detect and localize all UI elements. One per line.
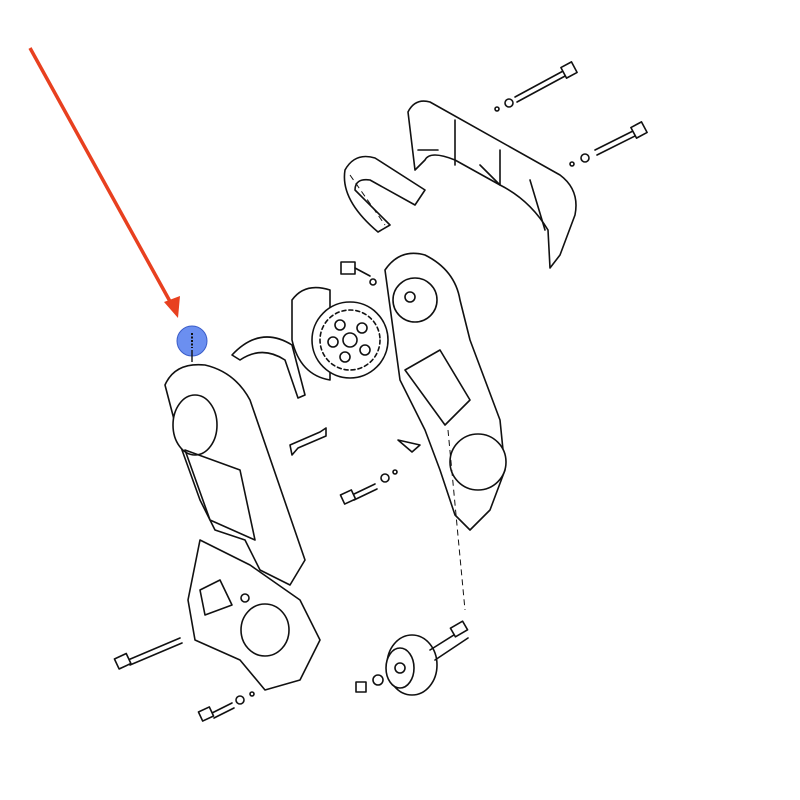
camshaft-sprocket xyxy=(291,286,389,381)
lower-cover-bolt-2 xyxy=(197,691,255,722)
belt-tensioner xyxy=(355,620,469,696)
timing-belt xyxy=(343,155,426,233)
lower-cover-bolt-1 xyxy=(113,637,183,670)
rear-cover xyxy=(384,252,507,531)
lower-front-cover xyxy=(164,363,321,691)
bolt-top-2 xyxy=(569,121,648,167)
highlighted-bolt-marker[interactable] xyxy=(176,325,208,362)
alignment-line xyxy=(447,429,466,611)
rear-cover-bolt xyxy=(339,469,398,505)
cover-clip xyxy=(289,427,327,456)
pointer-arrow xyxy=(28,47,180,318)
sprocket-bolt xyxy=(340,261,377,286)
bolt-top-1 xyxy=(494,61,578,112)
upper-belt-cover xyxy=(407,100,577,269)
belt-fragment xyxy=(231,336,306,399)
